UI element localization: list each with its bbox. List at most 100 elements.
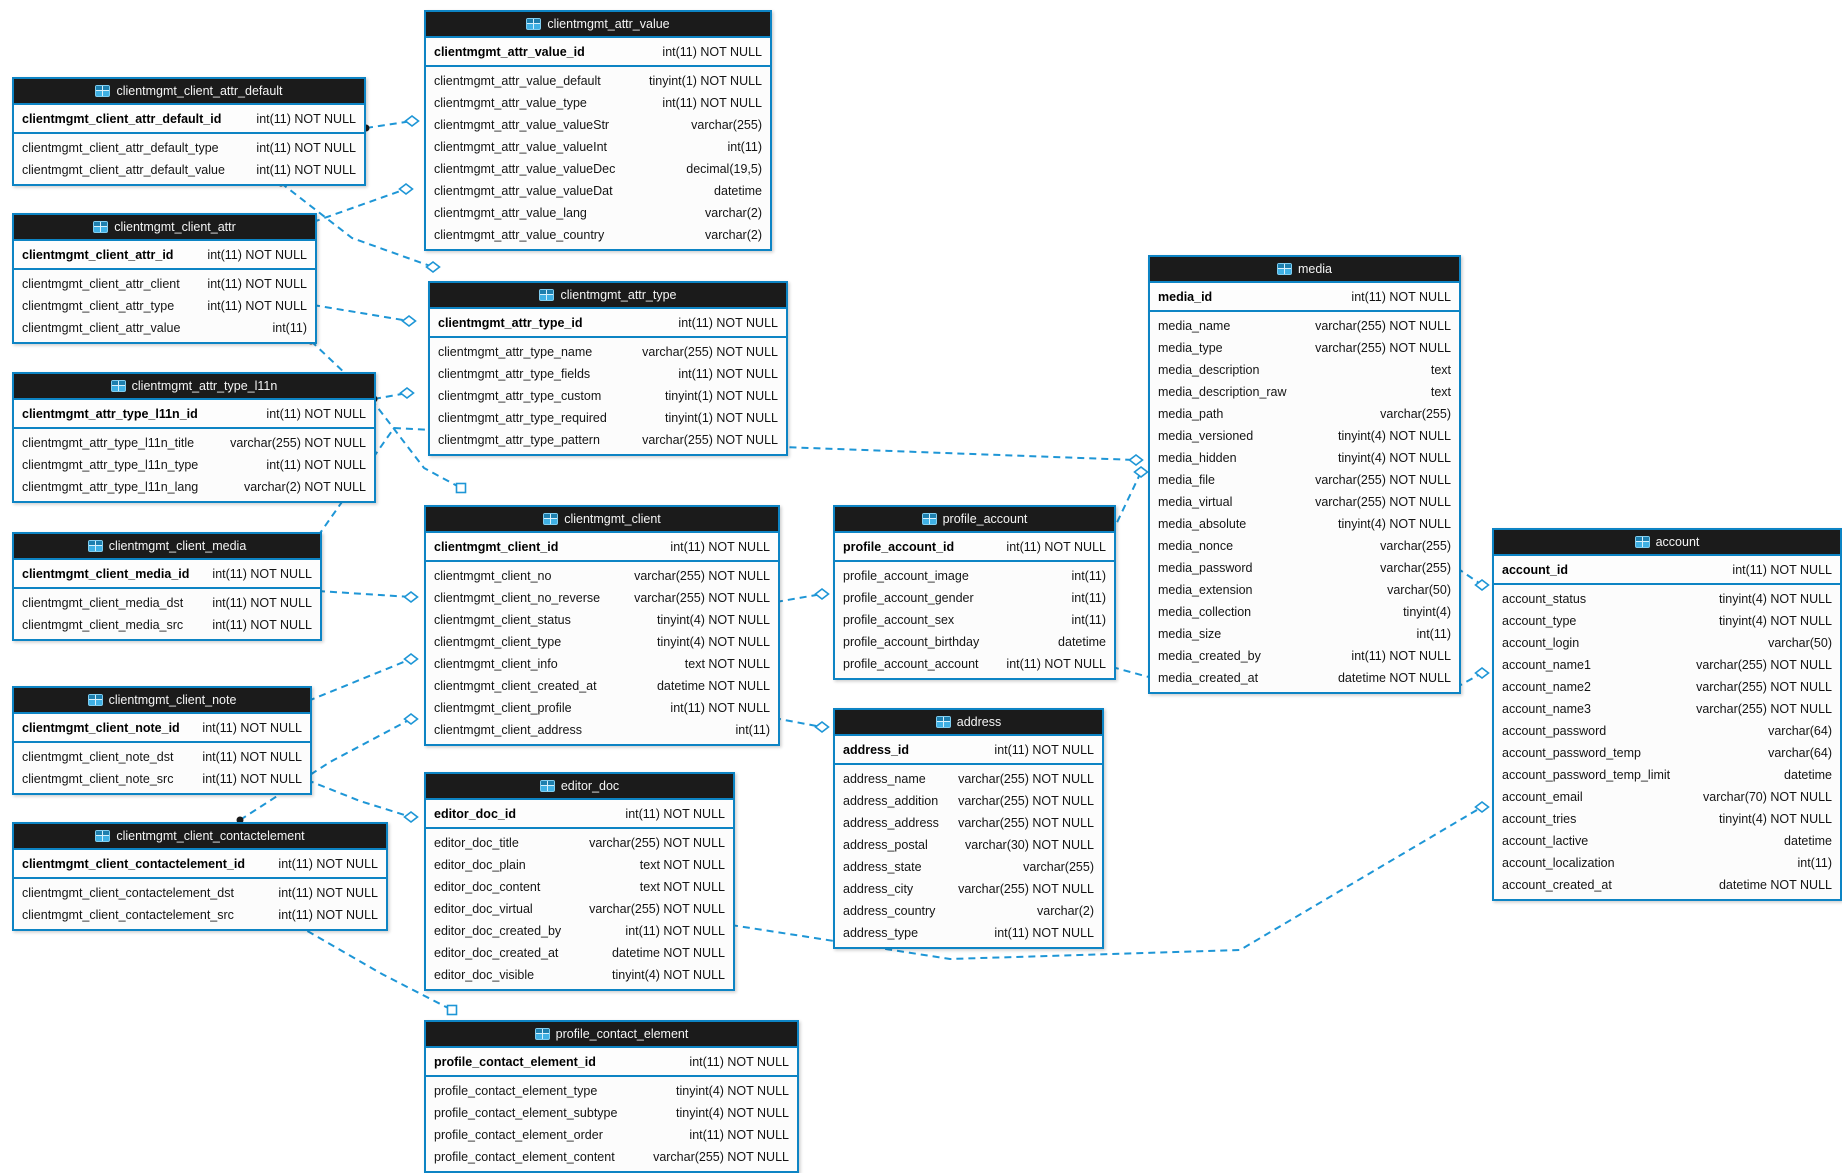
table-header[interactable]: clientmgmt_attr_type [430, 283, 786, 309]
relationship-clientmgmt_client_attr_default-to-clientmgmt_attr_type[interactable] [280, 182, 434, 268]
relationship-media-to-account[interactable] [1456, 567, 1483, 586]
relationship-clientmgmt_client_media-to-clientmgmt_client[interactable] [317, 590, 412, 598]
relationship-clientmgmt_client_attr-to-clientmgmt_attr_type[interactable] [312, 304, 410, 322]
relationship-clientmgmt_client_note-to-editor_doc[interactable] [306, 779, 412, 818]
table-header[interactable]: profile_account [835, 507, 1114, 533]
relationship-clientmgmt_client-to-address[interactable] [773, 717, 823, 728]
relationship-clientmgmt_client_attr_default-to-clientmgmt_attr_value[interactable] [365, 120, 413, 129]
table-header[interactable]: editor_doc [426, 774, 733, 800]
table-header[interactable]: clientmgmt_client_contactelement [14, 824, 386, 850]
relationship-clientmgmt_client_attr-to-clientmgmt_client[interactable] [310, 340, 462, 489]
relationship-clientmgmt_client_contactelement-to-profile_contact_element[interactable] [296, 924, 453, 1011]
relationship-clientmgmt_client_contactelement-to-clientmgmt_client[interactable] [239, 718, 412, 821]
table-header[interactable]: clientmgmt_client_note [14, 688, 310, 714]
table-header[interactable]: address [835, 710, 1102, 736]
table-header[interactable]: clientmgmt_attr_type_l11n [14, 374, 374, 400]
table-header[interactable]: account [1494, 530, 1840, 556]
table-header[interactable]: media [1150, 257, 1459, 283]
table-header[interactable]: clientmgmt_client [426, 507, 778, 533]
